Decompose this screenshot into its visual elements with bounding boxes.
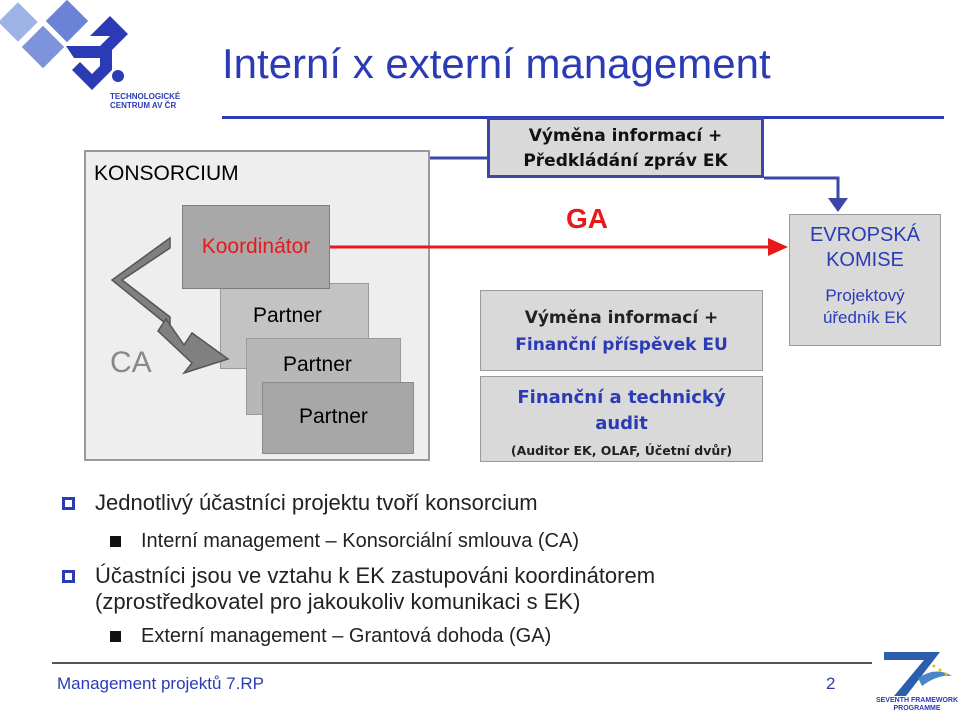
page-number: 2 [826,674,836,693]
sub-bullet-1-text: Interní management – Konsorciální smlouv… [141,530,579,552]
partner-label-2: Partner [283,353,352,376]
connectors [330,156,848,256]
filled-square-bullet-icon [110,631,121,642]
footer-divider [52,662,872,664]
audit-sub: (Auditor EK, OLAF, Účetní dvůr) [510,443,733,458]
bullet-list: Jednotlivý účastníci projektu tvoří kons… [62,490,942,648]
konsorcium-label: KONSORCIUM [94,162,239,185]
ek-title-line2: KOMISE [826,249,904,271]
partner-box-3: Partner [262,382,414,454]
page-title: Interní x externí management [222,40,771,87]
tc-logo [0,0,128,90]
logo-line1: TECHNOLOGICKÉ [110,92,181,101]
ek-sub-line1: Projektový [825,286,905,305]
exchange-funding-box: Výměna informací + Finanční příspěvek EU [480,290,763,371]
audit-line1: Finanční a technický [517,387,726,408]
bullet-2: Účastníci jsou ve vztahu k EK zastupován… [62,563,942,615]
exchange-reporting-line2: Předkládání zpráv EK [523,151,728,171]
logo-square-2 [21,25,65,69]
open-square-bullet-icon [62,570,75,583]
sub-bullet-2-text: Externí management – Grantová dohoda (GA… [141,625,552,647]
ga-label: GA [566,203,608,234]
fp7-line1: SEVENTH FRAMEWORK [875,697,959,704]
sub-bullet-1: Interní management – Konsorciální smlouv… [110,530,942,553]
fp7-line2: PROGRAMME [893,705,941,712]
sub-bullet-2: Externí management – Grantová dohoda (GA… [110,625,942,648]
filled-square-bullet-icon [110,536,121,547]
exchange-reporting-box: Výměna informací + Předkládání zpráv EK [487,117,764,178]
fp7-logo [878,648,956,698]
exchange-funding-line1: Výměna informací + [524,308,719,328]
ca-arrow [110,236,230,375]
logo-mark [66,16,128,90]
exchange-reporting-line1: Výměna informací + [528,126,723,146]
audit-box: Finanční a technický audit (Auditor EK, … [480,376,763,462]
exchange-funding-line2: Finanční příspěvek EU [515,335,728,355]
koordinator-label: Koordinátor [201,235,311,258]
ek-sub-line2: úředník EK [822,308,908,327]
bullet-2-text: Účastníci jsou ve vztahu k EK zastupován… [95,563,656,614]
partner-label-1: Partner [253,304,322,327]
footer-title: Management projektů 7.RP [57,674,264,693]
open-square-bullet-icon [62,497,75,510]
logo-line2: CENTRUM AV ČR [110,101,177,110]
partner-label-3: Partner [299,405,368,428]
bullet-1-text: Jednotlivý účastníci projektu tvoří kons… [95,490,538,515]
ek-box: EVROPSKÁ KOMISE Projektový úředník EK [789,214,941,346]
ca-label: CA [110,346,152,379]
logo-dot [112,70,124,82]
koordinator-box: Koordinátor [182,205,330,289]
ek-title-line1: EVROPSKÁ [809,224,921,246]
bullet-1: Jednotlivý účastníci projektu tvoří kons… [62,490,942,516]
audit-line2: audit [595,413,648,434]
